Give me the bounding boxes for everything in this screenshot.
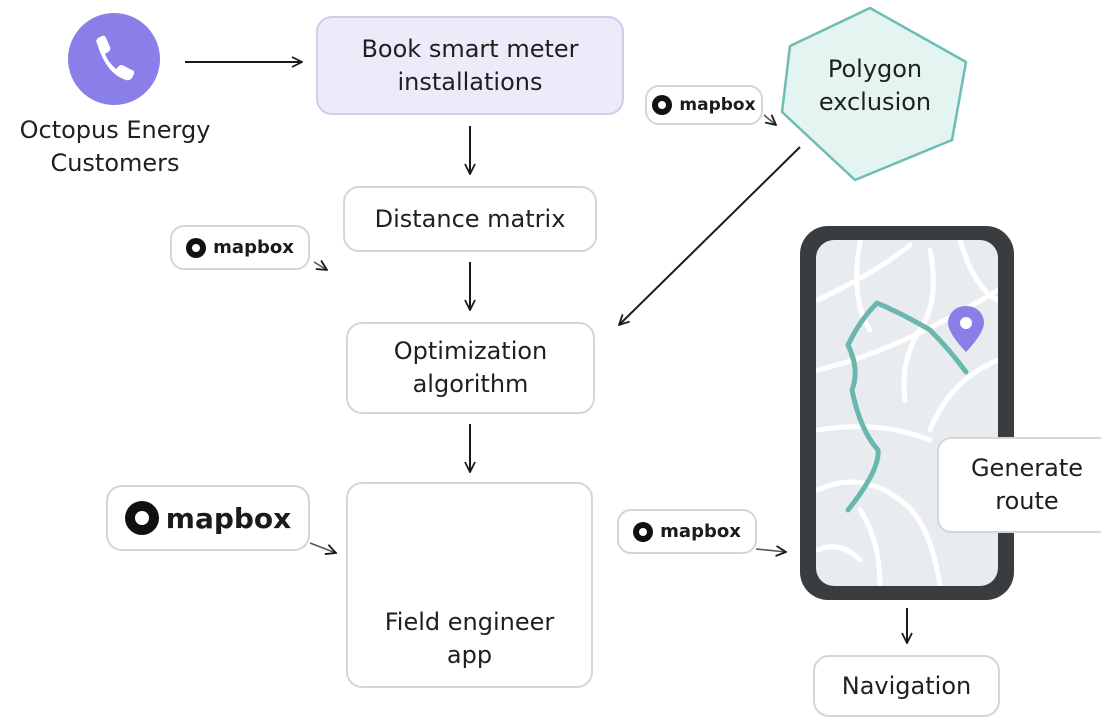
customers-label: Octopus Energy Customers [4,114,226,180]
phone-map-screen [816,240,998,586]
polygon-exclusion-shape [780,6,968,182]
badge-tail-field-app [309,542,336,553]
distance-matrix-box: Distance matrix [343,186,597,252]
customers-label-line2: Customers [50,149,180,177]
optimization-line2: algorithm [412,370,529,398]
mapbox-logo-icon [186,237,207,258]
mapbox-logo-icon [652,95,673,115]
mapbox-badge-field-app-text: mapbox [165,501,292,535]
mapbox-logo-icon [633,521,654,542]
optimization-line1: Optimization [393,337,548,365]
mapbox-badge-route: mapbox [617,509,757,554]
field-engineer-app-line2: app [446,641,493,669]
customers-label-line1: Octopus Energy [19,116,211,144]
polygon-exclusion-line1: Polygon [827,55,923,83]
mapbox-badge-top-text: mapbox [679,95,756,115]
generate-route-line2: route [995,487,1059,515]
generate-route-line1: Generate [970,454,1084,482]
book-installations-box: Book smart meter installations [316,16,624,115]
book-installations-line1: Book smart meter [361,34,579,63]
distance-matrix-label: Distance matrix [374,204,566,233]
navigation-label: Navigation [841,671,972,700]
field-engineer-app-box: Field engineer app [346,482,593,688]
mapbox-badge-distance-text: mapbox [213,237,294,258]
navigation-box: Navigation [813,655,1000,717]
field-engineer-app-line1: Field engineer [384,608,555,636]
badge-tail-top [763,114,776,125]
generate-route-box: Generate route [937,437,1101,533]
mapbox-badge-route-text: mapbox [660,521,741,542]
mapbox-badge-distance: mapbox [170,225,310,270]
mapbox-badge-top: mapbox [645,85,763,125]
phone-device [800,226,1014,600]
mapbox-badge-field-app: mapbox [106,485,310,551]
book-installations-line2: installations [397,67,543,96]
optimization-algorithm-box: Optimization algorithm [346,322,595,414]
badge-tail-distance [313,262,327,270]
arrow-polygon-to-optimization [619,146,801,325]
mapbox-logo-icon [124,501,159,535]
badge-tail-route [755,549,786,552]
polygon-exclusion-line2: exclusion [818,88,932,116]
phone-icon [68,13,160,105]
route-line [845,300,969,513]
polygon-exclusion-label: Polygon exclusion [790,53,960,119]
